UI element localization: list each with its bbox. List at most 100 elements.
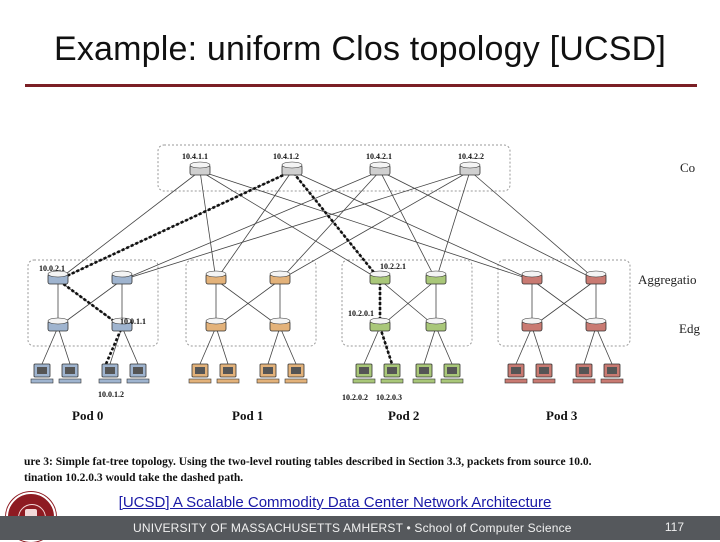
page-number: 117 [665, 520, 684, 534]
figure-caption-line2: tination 10.2.0.3 would take the dashed … [24, 472, 243, 484]
host-computer-icon [285, 364, 307, 383]
pod-label: Pod 2 [388, 408, 419, 423]
host-screen [65, 367, 75, 374]
host-computer-icon [127, 364, 149, 383]
address-label: 10.2.0.3 [376, 393, 402, 402]
host-keyboard [601, 379, 623, 383]
host-computer-icon [59, 364, 81, 383]
footer-bar: UNIVERSITY OF MASSACHUSETTS AMHERST • Sc… [0, 516, 720, 540]
footer-text: UNIVERSITY OF MASSACHUSETTS AMHERST • Sc… [133, 521, 572, 535]
switch-top [426, 318, 446, 324]
address-label: 10.0.1.2 [98, 390, 124, 399]
switch-icon [270, 271, 290, 284]
host-computer-icon [381, 364, 403, 383]
host-computer-icon [189, 364, 211, 383]
switch-icon [270, 318, 290, 331]
host-screen [105, 367, 115, 374]
fat-tree-diagram: 10.4.1.1 10.4.1.2 10.4.2.1 10.4.2.2 10.0… [0, 130, 720, 490]
switch-top [370, 271, 390, 277]
switch-icon [586, 271, 606, 284]
edge-layer-label: Edg [679, 321, 700, 336]
switch-top [522, 271, 542, 277]
edge-host-link [584, 327, 596, 364]
switch-icon [522, 271, 542, 284]
address-label: 10.0.1.1 [120, 317, 146, 326]
host-screen [511, 367, 521, 374]
host-computer-icon [257, 364, 279, 383]
core-agg-link [200, 171, 216, 280]
pod1-box [186, 260, 316, 346]
switch-top [460, 162, 480, 168]
switch-top [270, 318, 290, 324]
edge-host-link [110, 327, 122, 364]
switch-icon [426, 271, 446, 284]
host-screen [223, 367, 233, 374]
host-screen [607, 367, 617, 374]
host-keyboard [505, 379, 527, 383]
address-label: 10.2.0.1 [348, 309, 374, 318]
host-keyboard [353, 379, 375, 383]
switch-top [206, 271, 226, 277]
edge-host-link [216, 327, 228, 364]
switch-icon [206, 318, 226, 331]
edge-host-link [58, 327, 70, 364]
core-agg-link [470, 171, 596, 280]
switch-top [190, 162, 210, 168]
reference-link[interactable]: [UCSD] A Scalable Commodity Data Center … [0, 494, 670, 511]
host-computer-icon [573, 364, 595, 383]
host-computer-icon [441, 364, 463, 383]
pod-label: Pod 0 [72, 408, 103, 423]
host-keyboard [217, 379, 239, 383]
host-computer-icon [217, 364, 239, 383]
host-screen [133, 367, 143, 374]
edge-host-link [532, 327, 544, 364]
edge-host-link [424, 327, 436, 364]
hosts [31, 364, 623, 383]
core-address-label: 10.4.2.1 [366, 152, 392, 161]
switch-icon [370, 271, 390, 284]
address-label: 10.2.2.1 [380, 262, 406, 271]
host-screen [195, 367, 205, 374]
network-links [42, 171, 612, 364]
title-rule [25, 84, 697, 87]
switch-top [270, 271, 290, 277]
switch-top [282, 162, 302, 168]
host-keyboard [285, 379, 307, 383]
host-screen [359, 367, 369, 374]
switch-icon [282, 162, 302, 175]
switch-icon [112, 271, 132, 284]
switch-top [426, 271, 446, 277]
host-screen [419, 367, 429, 374]
pod-label: Pod 3 [546, 408, 578, 423]
switch-icon [206, 271, 226, 284]
switch-top [522, 318, 542, 324]
core-address-label: 10.4.1.1 [182, 152, 208, 161]
address-label: 10.0.2.1 [39, 264, 65, 273]
switch-top [206, 318, 226, 324]
pod-label: Pod 1 [232, 408, 263, 423]
switch-top [48, 318, 68, 324]
host-keyboard [573, 379, 595, 383]
host-computer-icon [353, 364, 375, 383]
host-keyboard [257, 379, 279, 383]
host-keyboard [31, 379, 53, 383]
host-screen [291, 367, 301, 374]
host-screen [447, 367, 457, 374]
host-keyboard [99, 379, 121, 383]
pod3-box [498, 260, 630, 346]
address-label: 10.2.0.2 [342, 393, 368, 402]
switch-icon [370, 318, 390, 331]
host-keyboard [533, 379, 555, 383]
slide-title: Example: uniform Clos topology [UCSD] [0, 30, 720, 69]
core-address-label: 10.4.2.2 [458, 152, 484, 161]
host-screen [579, 367, 589, 374]
switch-icon [190, 162, 210, 175]
switch-top [586, 271, 606, 277]
host-computer-icon [99, 364, 121, 383]
host-screen [263, 367, 273, 374]
switch-icon [460, 162, 480, 175]
host-keyboard [127, 379, 149, 383]
switch-icon [426, 318, 446, 331]
core-agg-link [58, 171, 200, 280]
core-address-label: 10.4.1.2 [273, 152, 299, 161]
